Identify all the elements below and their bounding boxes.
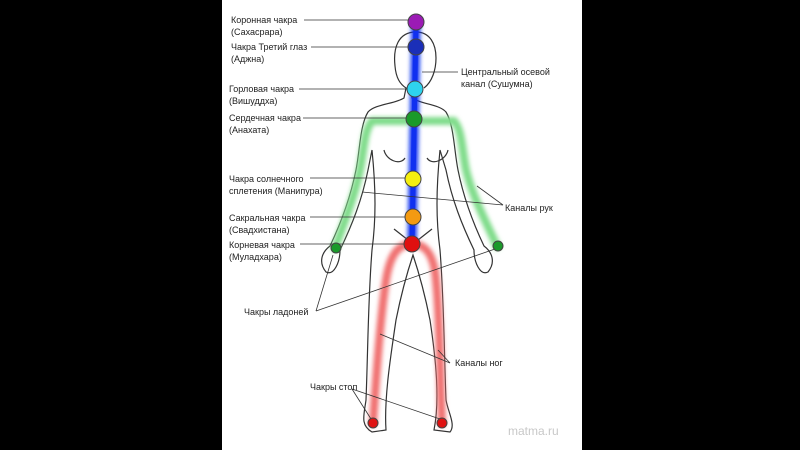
label-crown: Коронная чакра (Сахасрара) bbox=[231, 14, 297, 38]
foot-chakra-right bbox=[436, 417, 448, 429]
label-line: (Муладхара) bbox=[229, 252, 282, 262]
label-line: Чакра Третий глаз bbox=[231, 42, 308, 52]
foot-chakra-left bbox=[367, 417, 379, 429]
label-line: (Анахата) bbox=[229, 125, 270, 135]
label-line: Корневая чакра bbox=[229, 240, 295, 250]
leader-lines bbox=[299, 19, 504, 420]
label-solar: Чакра солнечного сплетения (Манипура) bbox=[229, 173, 323, 197]
crown-chakra bbox=[407, 13, 425, 31]
label-palm-chakras: Чакры ладоней bbox=[244, 307, 309, 317]
palm-chakra-right bbox=[492, 240, 504, 252]
label-line: Сердечная чакра bbox=[229, 113, 301, 123]
label-leg-channels: Каналы ног bbox=[455, 358, 503, 368]
body-outline bbox=[321, 31, 493, 433]
label-central-channel: Центральный осевой канал (Сушумна) bbox=[461, 66, 550, 90]
label-third-eye: Чакра Третий глаз (Аджна) bbox=[231, 41, 307, 65]
label-line: (Свадхистана) bbox=[229, 225, 290, 235]
heart-chakra bbox=[405, 110, 423, 128]
label-throat: Горловая чакра (Вишуддха) bbox=[229, 83, 294, 107]
watermark: matma.ru bbox=[508, 424, 559, 438]
label-line: (Сахасрара) bbox=[231, 27, 283, 37]
label-line: (Аджна) bbox=[231, 54, 265, 64]
label-line: Сакральная чакра bbox=[229, 213, 306, 223]
label-line: Коронная чакра bbox=[231, 15, 298, 25]
label-line: Горловая чакра bbox=[229, 84, 295, 94]
label-line: Чакра солнечного bbox=[229, 174, 304, 184]
solar-plexus-chakra bbox=[404, 170, 422, 188]
label-foot-chakras: Чакры стоп bbox=[310, 382, 358, 392]
throat-chakra bbox=[406, 80, 424, 98]
third-eye-chakra bbox=[407, 38, 425, 56]
diagram-panel bbox=[222, 0, 582, 450]
label-line: сплетения (Манипура) bbox=[229, 186, 323, 196]
palm-chakra-left bbox=[330, 242, 342, 254]
label-sacral: Сакральная чакра (Свадхистана) bbox=[229, 212, 306, 236]
label-arm-channels: Каналы рук bbox=[505, 203, 553, 213]
label-line: Центральный осевой bbox=[461, 67, 550, 77]
label-heart: Сердечная чакра (Анахата) bbox=[229, 112, 301, 136]
sacral-chakra bbox=[404, 208, 422, 226]
root-chakra bbox=[403, 235, 421, 253]
central-channel-core bbox=[409, 21, 419, 245]
label-line: канал (Сушумна) bbox=[461, 79, 533, 89]
label-root: Корневая чакра (Муладхара) bbox=[229, 239, 295, 263]
chakras bbox=[330, 13, 504, 429]
label-line: (Вишуддха) bbox=[229, 96, 278, 106]
